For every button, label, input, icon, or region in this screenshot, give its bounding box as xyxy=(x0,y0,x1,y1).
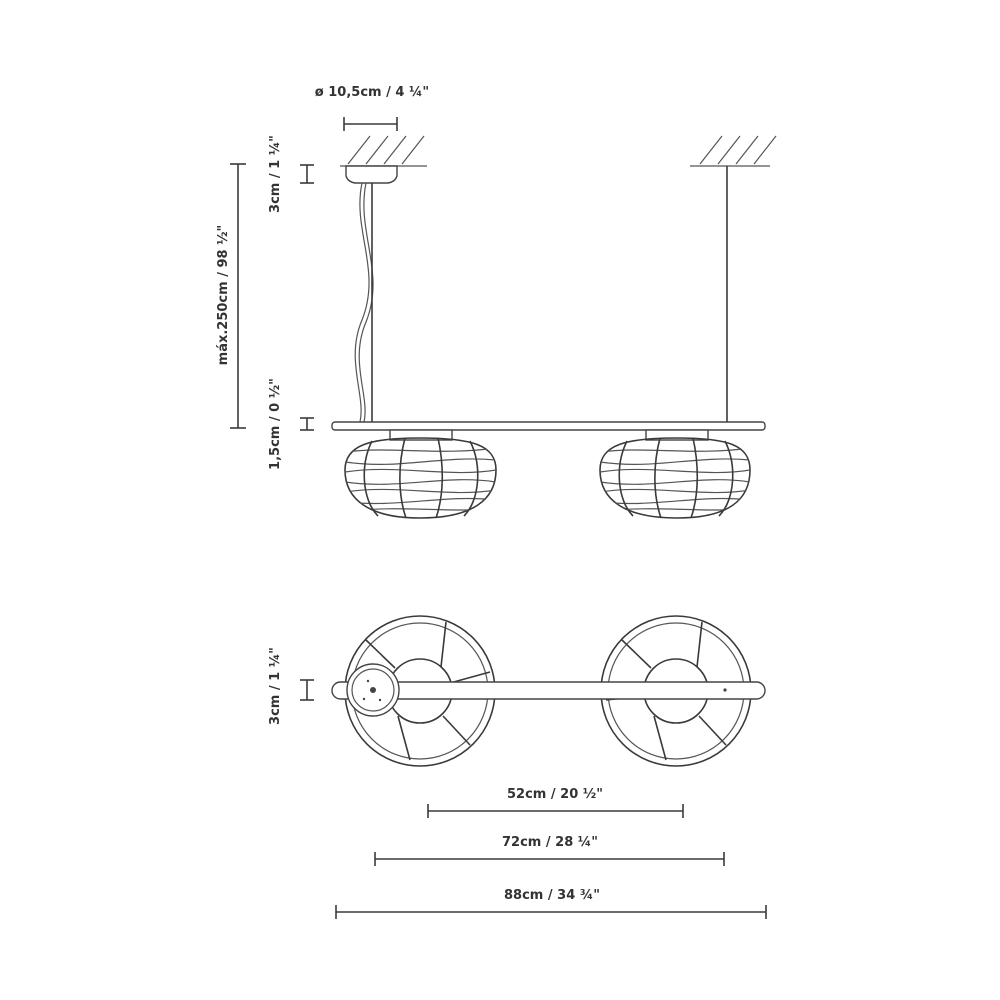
label-spacing-52: 52cm / 20 ½" xyxy=(507,787,603,802)
power-cable-twin xyxy=(358,182,374,423)
horizontal-bar-side xyxy=(331,421,766,431)
power-cable xyxy=(354,182,370,423)
dim-canopy-diameter xyxy=(343,117,398,131)
dim-canopy-height xyxy=(300,164,314,184)
label-bar-thickness: 1,5cm / 0 ½" xyxy=(268,378,283,470)
canopy-top xyxy=(346,663,400,717)
label-canopy-diameter: ø 10,5cm / 4 ¼" xyxy=(315,85,429,100)
horizontal-bar-top xyxy=(331,681,766,700)
dim-spacing-72 xyxy=(374,852,725,866)
label-canopy-height: 3cm / 1 ¼" xyxy=(268,135,283,213)
dim-width-88 xyxy=(335,905,767,919)
shade-side-right xyxy=(599,437,751,519)
shade-cap-right xyxy=(645,429,709,441)
dim-top-bar-height xyxy=(300,679,314,701)
label-spacing-72: 72cm / 28 ¼" xyxy=(502,835,598,850)
ceiling-canopy xyxy=(345,165,398,184)
shade-side-left xyxy=(344,437,497,519)
shade-cap-left xyxy=(389,429,453,441)
bar-screw-dot xyxy=(723,688,727,692)
dim-max-height xyxy=(230,163,246,429)
ceiling-hatch-left xyxy=(340,135,427,167)
dim-spacing-52 xyxy=(427,804,684,818)
ceiling-hatch-right xyxy=(690,135,777,167)
label-max-height: máx.250cm / 98 ½" xyxy=(216,225,231,366)
label-top-bar-height: 3cm / 1 ¼" xyxy=(268,647,283,725)
label-width-88: 88cm / 34 ¾" xyxy=(504,888,600,903)
dim-bar-thickness xyxy=(300,417,314,431)
